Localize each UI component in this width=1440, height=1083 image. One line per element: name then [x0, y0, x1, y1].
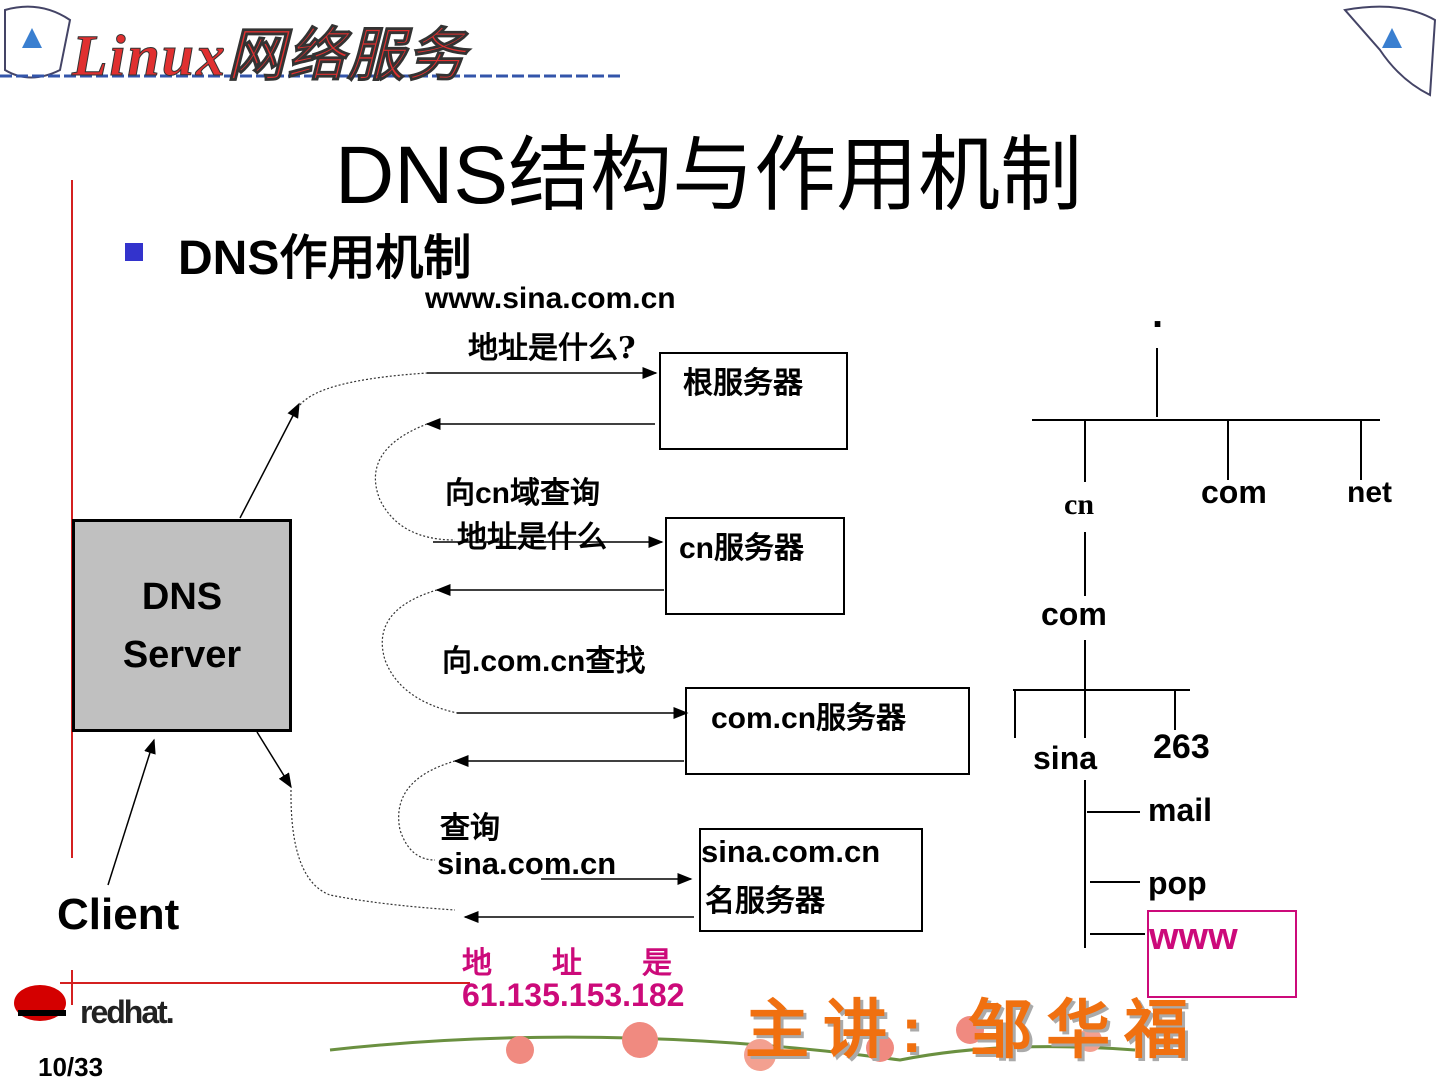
dns-server-box: DNS Server	[72, 519, 292, 732]
slide-title: DNS结构与作用机制	[335, 130, 1083, 221]
query-label: 向.com.cn查找	[442, 645, 646, 678]
query-label: 查询	[440, 812, 500, 845]
redhat-logo-icon	[14, 985, 66, 1021]
dns-server-label: DNS	[141, 576, 223, 618]
bullet-heading: DNS作用机制	[178, 232, 472, 285]
query-label: www.sina.com.cn	[425, 282, 676, 315]
root-server-box: 根服务器	[659, 352, 848, 450]
query-label: 地址是什么	[457, 521, 607, 554]
answer-label: 地 址 是	[462, 947, 672, 980]
page-number: 10/33	[38, 1052, 104, 1082]
tree-node-cn: cn	[1064, 488, 1094, 521]
dns-tree-lines	[1013, 348, 1380, 948]
tree-root: .	[1152, 292, 1164, 336]
query-label: 地址是什么?	[468, 331, 636, 366]
tree-node-www: www	[1149, 916, 1238, 958]
sina-server-box: sina.com.cn 名服务器	[699, 828, 923, 932]
server-label: 名服务器	[705, 885, 825, 918]
cn-server-box: cn服务器	[665, 517, 845, 615]
server-label: sina.com.cn	[701, 834, 881, 869]
server-label: com.cn服务器	[711, 702, 907, 735]
tree-node-net: net	[1347, 476, 1392, 509]
tree-node-cn-com: com	[1041, 596, 1107, 632]
tree-node-263: 263	[1153, 728, 1210, 766]
server-label: 根服务器	[683, 367, 803, 400]
flower-garland	[329, 1016, 1136, 1071]
redhat-logo-text: redhat.	[80, 994, 175, 1030]
client-label: Client	[57, 890, 180, 939]
presenter-label: 主讲: 邹华福	[745, 994, 1203, 1066]
query-label: sina.com.cn	[437, 846, 617, 881]
dns-server-label: Server	[122, 634, 242, 676]
tree-node-pop: pop	[1148, 865, 1207, 901]
server-label: cn服务器	[679, 532, 805, 565]
tree-node-mail: mail	[1148, 792, 1213, 828]
tree-node-com: com	[1201, 474, 1267, 510]
query-label: 向cn域查询	[445, 477, 601, 510]
bell-decoration-right	[1343, 5, 1437, 97]
bell-decoration-left	[4, 5, 72, 79]
www-highlight-box: www	[1147, 910, 1297, 998]
tree-node-sina: sina	[1033, 740, 1098, 776]
answer-ip: 61.135.153.182	[462, 977, 685, 1013]
query-arrows	[107, 367, 694, 923]
comcn-server-box: com.cn服务器	[685, 687, 970, 775]
header-logo: Linux网络服务	[71, 23, 468, 89]
bullet-icon	[125, 243, 143, 261]
